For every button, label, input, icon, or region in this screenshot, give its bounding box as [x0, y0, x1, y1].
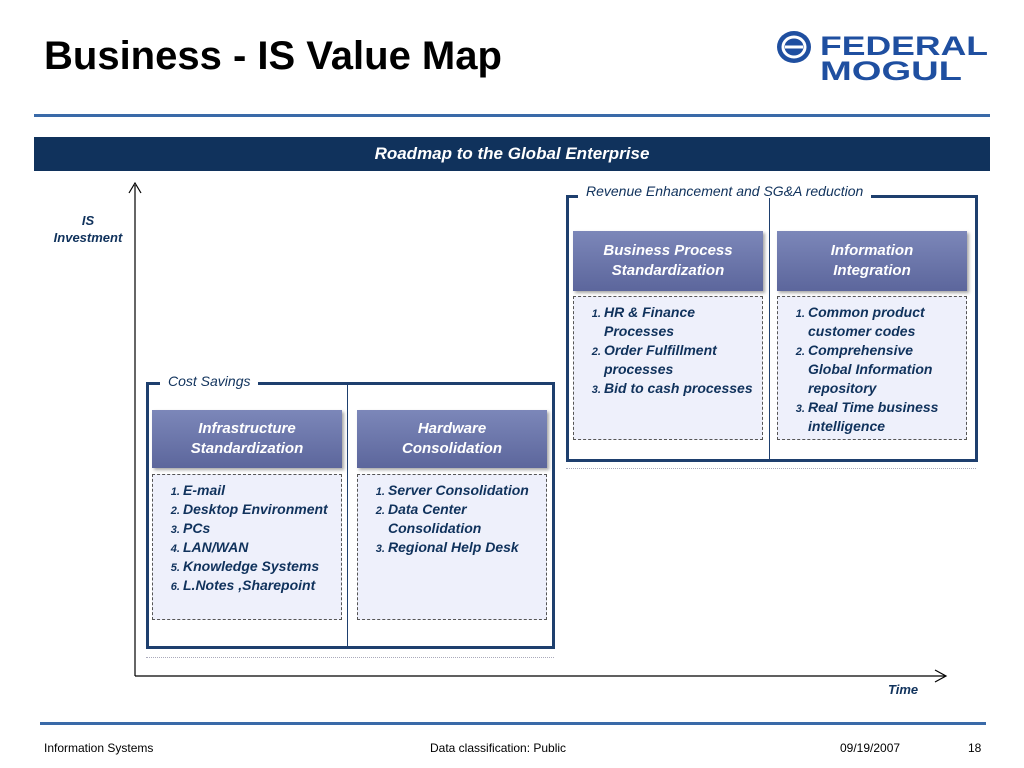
- list-item: Regional Help Desk: [388, 538, 540, 557]
- header-line: Infrastructure: [198, 420, 296, 437]
- header-line: Standardization: [190, 440, 304, 457]
- business-process-standardization-card: HR & Finance Processes Order Fulfillment…: [573, 296, 763, 440]
- header-line: Consolidation: [402, 440, 502, 457]
- header-line: Information: [830, 242, 914, 259]
- list-item: L.Notes ,Sharepoint: [183, 576, 335, 595]
- slide-title: Business - IS Value Map: [44, 34, 502, 78]
- logo-text-federal: FEDERAL: [820, 31, 988, 61]
- bottom-rule: [40, 722, 986, 725]
- hardware-consolidation-card: Server Consolidation Data Center Consoli…: [357, 474, 547, 620]
- list-item: Data Center Consolidation: [388, 500, 540, 538]
- y-axis-label-line1: IS: [81, 213, 95, 228]
- list-item: LAN/WAN: [183, 538, 335, 557]
- list-item: HR & Finance Processes: [604, 303, 756, 341]
- information-integration-card: Common product customer codes Comprehens…: [777, 296, 967, 440]
- y-axis-label: IS Investment: [50, 212, 126, 246]
- header-line: Business Process: [603, 242, 733, 259]
- footer-page-number: 18: [968, 741, 982, 755]
- footer-date: 09/19/2007: [840, 741, 901, 755]
- infrastructure-standardization-card: E-mail Desktop Environment PCs LAN/WAN K…: [152, 474, 342, 620]
- header-line: Integration: [833, 262, 911, 279]
- group-divider: [769, 198, 770, 459]
- revenue-baseline: [566, 468, 976, 469]
- list-item: Knowledge Systems: [183, 557, 335, 576]
- group-divider: [347, 385, 348, 646]
- header-line: Standardization: [611, 262, 725, 279]
- company-logo: FEDERAL MOGUL: [776, 30, 991, 86]
- list-item: Common product customer codes: [808, 303, 960, 341]
- list-item: Bid to cash processes: [604, 379, 756, 398]
- list-item: E-mail: [183, 481, 335, 500]
- x-axis-label: Time: [888, 682, 919, 697]
- list-item: Comprehensive Global Information reposit…: [808, 341, 960, 398]
- logo-text-mogul: MOGUL: [820, 56, 962, 82]
- header-line: Hardware: [417, 420, 487, 437]
- footer-department: Information Systems: [44, 741, 154, 755]
- roadmap-banner: Roadmap to the Global Enterprise: [34, 137, 990, 171]
- y-axis-label-line2: Investment: [53, 230, 123, 245]
- footer-classification: Data classification: Public: [430, 741, 567, 755]
- list-item: Order Fulfillment processes: [604, 341, 756, 379]
- list-item: PCs: [183, 519, 335, 538]
- cost-savings-label: Cost Savings: [160, 373, 259, 389]
- federal-mogul-emblem-icon: [777, 31, 811, 63]
- list-item: Server Consolidation: [388, 481, 540, 500]
- list-item: Desktop Environment: [183, 500, 335, 519]
- revenue-enhancement-label: Revenue Enhancement and SG&A reduction: [578, 183, 872, 199]
- cost-savings-baseline: [146, 657, 554, 658]
- top-rule: [34, 114, 990, 117]
- cost-savings-group: [146, 382, 555, 649]
- list-item: Real Time business intelligence: [808, 398, 960, 436]
